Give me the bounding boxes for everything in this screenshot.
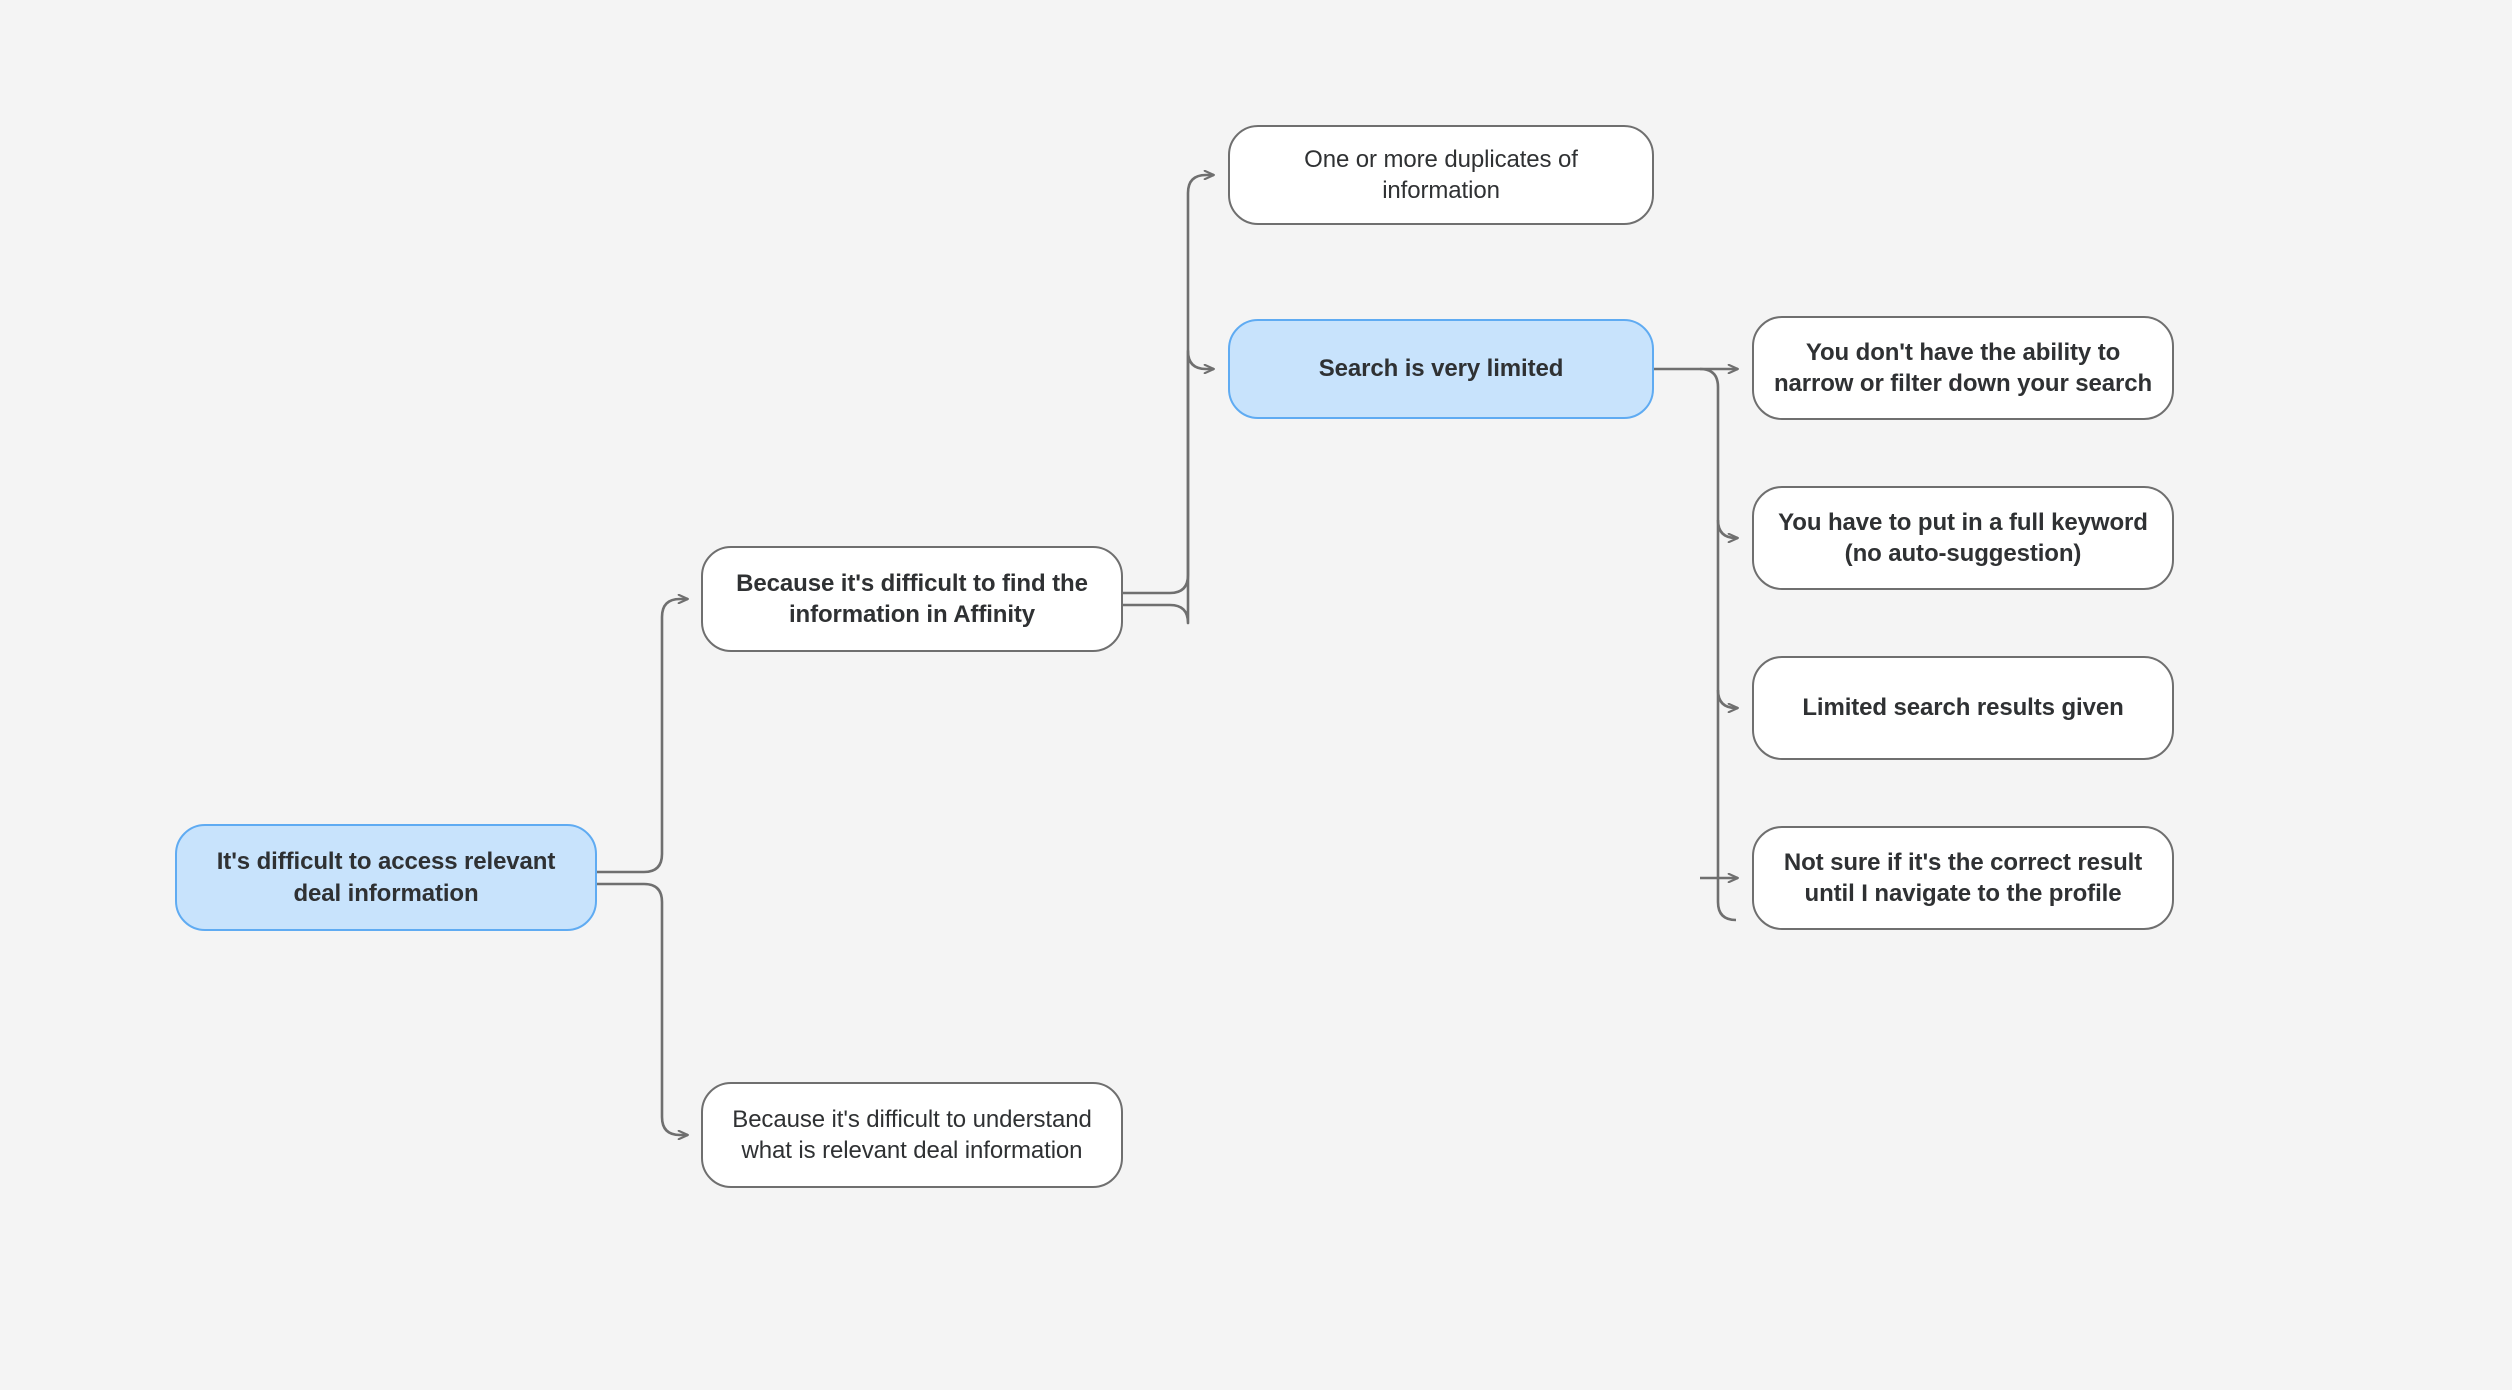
edge-search-to-results	[1716, 689, 1738, 708]
node-search-limited[interactable]: Search is very limited	[1228, 319, 1654, 419]
node-search-limited-label: Search is very limited	[1318, 355, 1564, 383]
node-cause-find[interactable]: Because it's difficult to find the infor…	[701, 546, 1123, 652]
node-cause-find-label: Because it's difficult to find the infor…	[736, 569, 1088, 628]
edge-find-to-search	[1123, 349, 1214, 625]
edge-root-to-understand	[597, 882, 688, 1135]
edge-find-to-duplicates	[1123, 175, 1214, 595]
node-duplicates-label: One or more duplicates of information	[1304, 145, 1578, 204]
edge-search-to-keyword	[1716, 519, 1738, 538]
node-duplicates[interactable]: One or more duplicates of information	[1228, 125, 1654, 225]
node-leaf-results[interactable]: Limited search results given	[1752, 656, 2174, 760]
node-leaf-profile[interactable]: Not sure if it's the correct result unti…	[1752, 826, 2174, 930]
node-leaf-keyword-label: You have to put in a full keyword (no au…	[1778, 508, 2148, 567]
node-root-label: It's difficult to access relevant deal i…	[216, 848, 556, 907]
node-leaf-keyword[interactable]: You have to put in a full keyword (no au…	[1752, 486, 2174, 590]
node-cause-understand-label: Because it's difficult to understand wha…	[732, 1105, 1092, 1164]
node-leaf-results-label: Limited search results given	[1802, 694, 2124, 722]
edge-search-trunk	[1699, 367, 1737, 922]
node-cause-understand[interactable]: Because it's difficult to understand wha…	[701, 1082, 1123, 1188]
edge-root-to-find	[597, 599, 688, 874]
node-leaf-profile-label: Not sure if it's the correct result unti…	[1783, 848, 2143, 907]
node-root[interactable]: It's difficult to access relevant deal i…	[175, 824, 597, 931]
node-leaf-narrow[interactable]: You don't have the ability to narrow or …	[1752, 316, 2174, 420]
node-leaf-narrow-label: You don't have the ability to narrow or …	[1773, 338, 2153, 397]
